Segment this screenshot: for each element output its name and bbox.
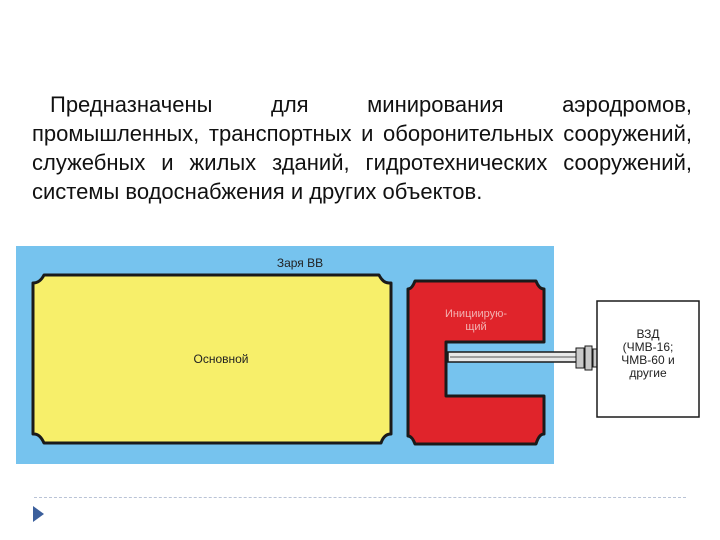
main-charge-label: Основной: [193, 352, 248, 366]
fuze-box: [596, 300, 700, 418]
main-charge: [31, 273, 393, 445]
description-paragraph: Предназначены для минирования аэродромов…: [32, 92, 692, 204]
charge-label: Заря ВВ: [277, 256, 323, 270]
triangle-bullet-icon: [33, 506, 44, 522]
fuze-label-2: (ЧМВ-16;: [623, 340, 674, 354]
footer-divider: [34, 497, 686, 498]
fuze-label-4: другие: [629, 366, 667, 380]
initiating-charge: [406, 279, 546, 446]
initiating-charge-label-2: щий: [465, 321, 486, 333]
fuze-connector: [575, 345, 598, 371]
fuze-label-1: ВЗД: [637, 327, 660, 341]
initiating-charge-label-1: Инициирую-: [445, 308, 507, 320]
fuze-label-3: ЧМВ-60 и: [621, 353, 674, 367]
